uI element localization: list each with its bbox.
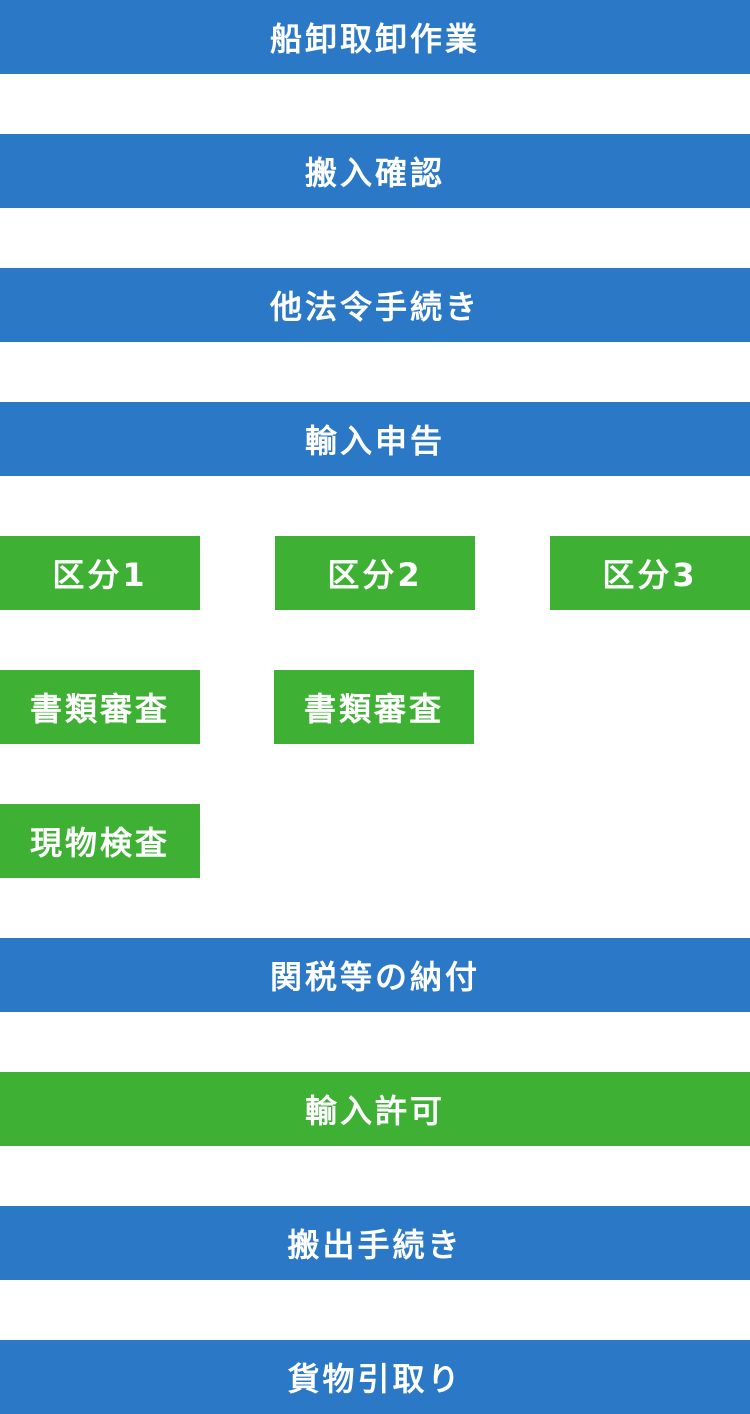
step-cargo-pickup: 貨物引取り xyxy=(0,1340,750,1414)
step-carry-out: 搬出手続き xyxy=(0,1206,750,1280)
step-carry-in-check: 搬入確認 xyxy=(0,134,750,208)
step-import-declaration: 輸入申告 xyxy=(0,402,750,476)
step-category-2: 区分2 xyxy=(275,536,475,610)
step-unloading: 船卸取卸作業 xyxy=(0,0,750,74)
step-document-review-1: 書類審査 xyxy=(0,670,200,744)
step-physical-inspection: 現物検査 xyxy=(0,804,200,878)
step-document-review-2: 書類審査 xyxy=(274,670,474,744)
step-other-laws: 他法令手続き xyxy=(0,268,750,342)
step-category-1: 区分1 xyxy=(0,536,200,610)
step-import-permit: 輸入許可 xyxy=(0,1072,750,1146)
step-category-3: 区分3 xyxy=(550,536,750,610)
step-duty-payment: 関税等の納付 xyxy=(0,938,750,1012)
